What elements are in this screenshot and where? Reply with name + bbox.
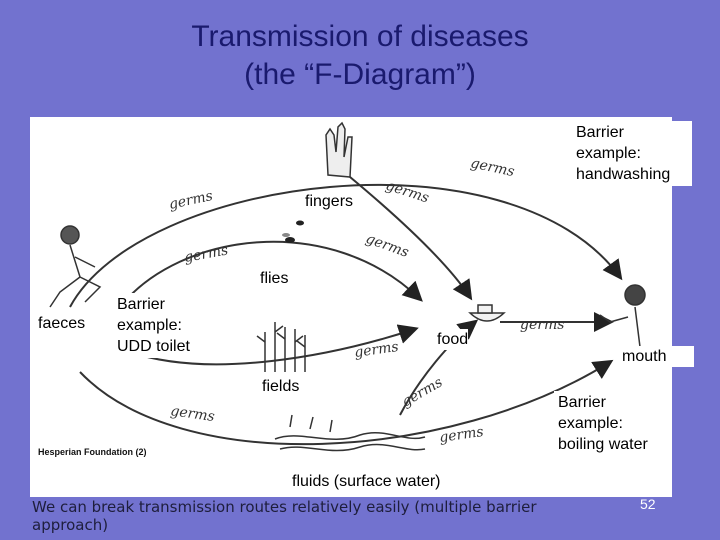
barrier-boiling-box: Barrier example: boiling water [554,391,672,456]
node-fluids: fluids (surface water) [292,471,441,492]
route-fingers-to-food [349,176,473,301]
food-bowl-icon [468,304,506,322]
fly-icon [282,233,295,243]
barrier-toilet-line-3: UDD toilet [117,338,190,355]
node-food: food [437,329,469,350]
germs-label: germs [168,188,215,213]
route-fingers [69,183,623,308]
germs-label: germs [364,231,411,261]
barrier-toilet-line-2: example: [117,317,182,334]
footer-text: We can break transmission routes relativ… [32,498,537,534]
barrier-boiling-line-3: boiling water [558,436,648,453]
route-fields [129,324,419,366]
node-fingers: fingers [305,191,354,212]
germs-label: germs [353,339,399,361]
barrier-handwashing-line-1: Barrier [576,124,625,141]
image-credit: Hesperian Foundation (2) [38,447,147,457]
barrier-handwashing-box: Barrier example: handwashing [572,121,692,186]
person-squatting-icon [49,225,102,308]
title-line-1: Transmission of diseases [191,20,529,53]
germs-label: germs [169,403,215,425]
barrier-toilet-box: Barrier example: UDD toilet [114,293,212,358]
title-line-2: (the “F-Diagram”) [244,58,476,91]
node-mouth: mouth [620,346,694,367]
hand-icon [325,121,353,178]
germs-label: germs [520,317,564,333]
barrier-boiling-line-2: example: [558,415,623,432]
barrier-boiling-line-1: Barrier [558,394,607,411]
person-drinking-icon [599,284,646,348]
barrier-toilet-line-1: Barrier [117,296,166,313]
barrier-handwashing-line-2: example: [576,145,641,162]
route-fluids [79,359,614,446]
f-diagram-panel: germs germs germs germs germs germs germ… [30,117,694,497]
germs-label: germs [438,424,484,446]
fly-icon [296,220,304,226]
slide-title: Transmission of diseases (the “F-Diagram… [0,18,720,94]
germs-label: germs [183,242,230,265]
route-flies [119,240,423,308]
node-flies: flies [260,268,289,289]
barrier-handwashing-line-3: handwashing [576,166,671,183]
node-faeces: faeces [38,313,86,334]
crops-icon [256,322,306,372]
germs-label: germs [469,155,516,180]
germs-label: germs [384,178,431,207]
page-number: 52 [640,496,656,512]
node-fields: fields [262,376,300,397]
water-icon [274,414,426,452]
f-diagram: germs germs germs germs germs germs germ… [49,121,646,452]
